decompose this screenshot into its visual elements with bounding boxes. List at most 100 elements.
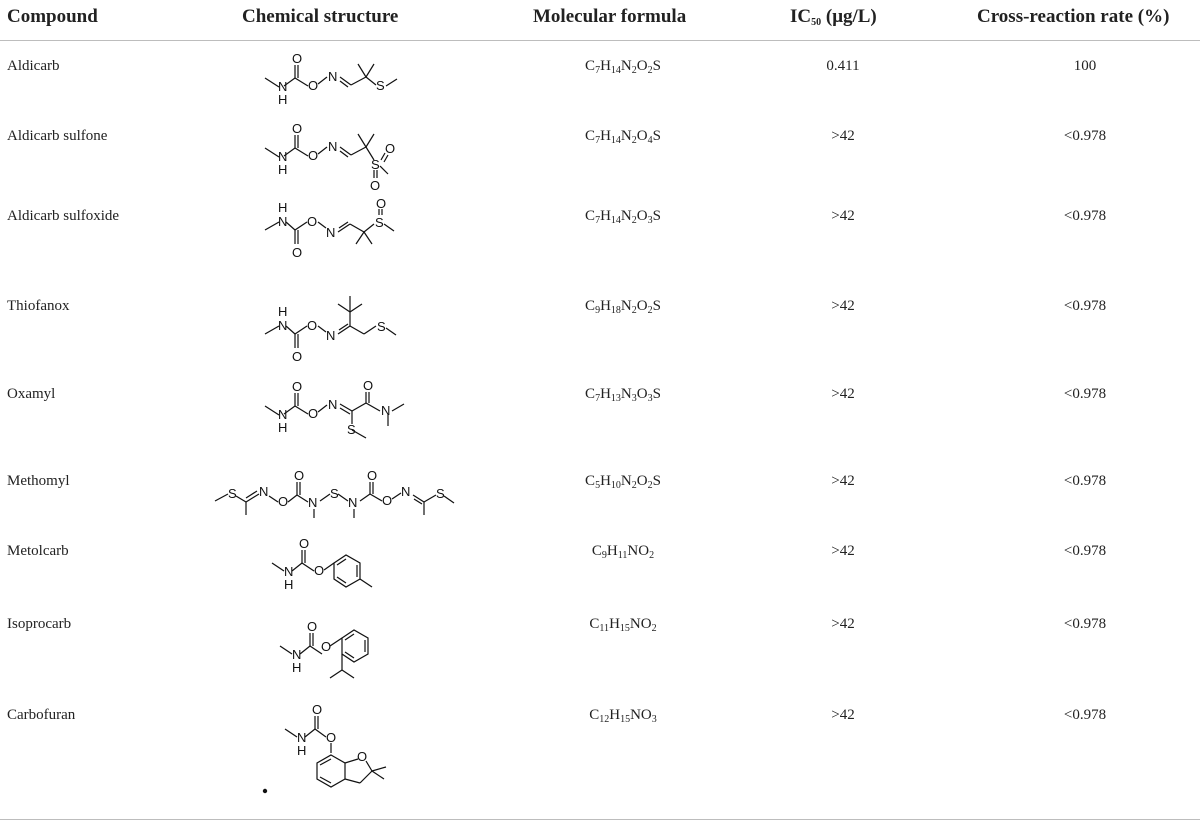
svg-text:N: N [308,495,317,510]
svg-text:O: O [292,121,302,136]
svg-text:O: O [308,78,318,93]
chemical-structure: S N O O N S N O O N S [10,465,470,555]
molecular-formula: C7H14N2O4S [585,128,661,146]
compound-name: Metolcarb [7,543,69,559]
compound-name: Aldicarb sulfone [7,128,108,144]
molecular-formula: C7H14N2O2S [585,58,661,76]
svg-text:O: O [307,619,317,634]
compound-name: Carbofuran [7,707,76,723]
svg-text:O: O [312,702,322,717]
molecular-formula: C9H18N2O2S [585,298,661,316]
chemical-structure: O N H O [200,608,470,698]
chemical-structure: O N H O [200,535,470,625]
svg-text:O: O [382,493,392,508]
ic50-value: >42 [831,616,855,632]
svg-text:O: O [292,379,302,394]
svg-text:O: O [292,349,302,364]
svg-text:N: N [348,495,357,510]
svg-text:O: O [308,406,318,421]
svg-text:H: H [278,92,287,107]
svg-text:O: O [308,148,318,163]
svg-text:H: H [278,162,287,177]
header-cross-reaction: Cross-reaction rate (%) [977,6,1170,27]
chemical-structure: O N H O O [200,699,470,809]
molecular-formula: C12H15NO3 [589,707,657,725]
ic50-value: >42 [831,298,855,314]
header-formula: Molecular formula [533,6,687,27]
svg-text:S: S [371,157,380,172]
header-structure: Chemical structure [242,6,399,27]
svg-text:S: S [375,215,384,230]
ic50-value: >42 [831,208,855,224]
svg-text:N: N [278,407,287,422]
svg-text:O: O [314,563,324,578]
svg-text:O: O [307,318,317,333]
compound-name: Oxamyl [7,386,56,402]
cross-reaction-rate: <0.978 [1063,473,1107,489]
compound-name: Thiofanox [7,298,70,314]
svg-text:S: S [376,78,385,93]
molecular-formula: C7H14N2O3S [585,208,661,226]
svg-text:H: H [278,200,287,215]
table-header: Compound Chemical structure Molecular fo… [0,0,1200,41]
svg-text:N: N [328,139,337,154]
chemical-structure: H N O O N S O [200,196,470,290]
svg-text:N: N [328,69,337,84]
svg-text:N: N [278,79,287,94]
svg-text:N: N [284,564,293,579]
svg-text:N: N [292,647,301,662]
svg-text:N: N [278,318,287,333]
svg-text:N: N [326,225,335,240]
svg-text:N: N [278,149,287,164]
cross-reaction-rate: <0.978 [1063,298,1107,314]
compound-name: Aldicarb sulfoxide [7,208,120,224]
svg-text:N: N [326,328,335,343]
ic50-value: >42 [831,473,855,489]
ic50-value: >42 [831,543,855,559]
cross-reaction-rate: <0.978 [1063,707,1107,723]
svg-text:O: O [363,378,373,393]
svg-text:S: S [228,486,237,501]
svg-text:O: O [357,749,367,764]
chemical-structure: O N H O N S [200,50,470,140]
svg-text:O: O [292,51,302,66]
svg-text:O: O [367,468,377,483]
svg-text:N: N [259,484,268,499]
header-ic50: IC50 (μg/L) [790,6,877,28]
molecular-formula: C11H15NO2 [589,616,657,634]
svg-text:H: H [284,577,293,592]
cross-reaction-rate: <0.978 [1063,616,1107,632]
svg-text:O: O [370,178,380,193]
cross-reaction-rate: <0.978 [1063,543,1107,559]
ic50-value: >42 [831,128,855,144]
compound-name: Aldicarb [7,58,60,74]
svg-text:S: S [377,319,386,334]
svg-text:O: O [299,536,309,551]
ic50-value: >42 [831,386,855,402]
svg-text:S: S [436,486,445,501]
svg-text:N: N [401,484,410,499]
header-compound: Compound [7,6,98,27]
svg-text:H: H [278,420,287,435]
ic50-value: >42 [831,707,855,723]
ic50-value: 0.411 [826,58,860,74]
svg-text:H: H [278,304,287,319]
svg-text:O: O [326,730,336,745]
svg-text:S: S [330,486,339,501]
svg-text:O: O [307,214,317,229]
chemical-structure: H N O O N S [200,290,470,380]
svg-text:O: O [292,245,302,260]
svg-text:N: N [278,214,287,229]
molecular-formula: C7H13N3O3S [585,386,661,404]
cross-reaction-rate: 100 [1073,58,1097,74]
svg-text:O: O [278,494,288,509]
svg-text:O: O [294,468,304,483]
table-bottom-rule [0,819,1200,820]
compound-name: Methomyl [7,473,70,489]
chemical-structure: O N H O N S O N [200,378,470,468]
cross-reaction-rate: <0.978 [1063,386,1107,402]
svg-text:N: N [381,403,390,418]
svg-text:H: H [297,743,306,758]
molecular-formula: C5H10N2O2S [585,473,661,491]
bullet-dot [262,788,268,794]
